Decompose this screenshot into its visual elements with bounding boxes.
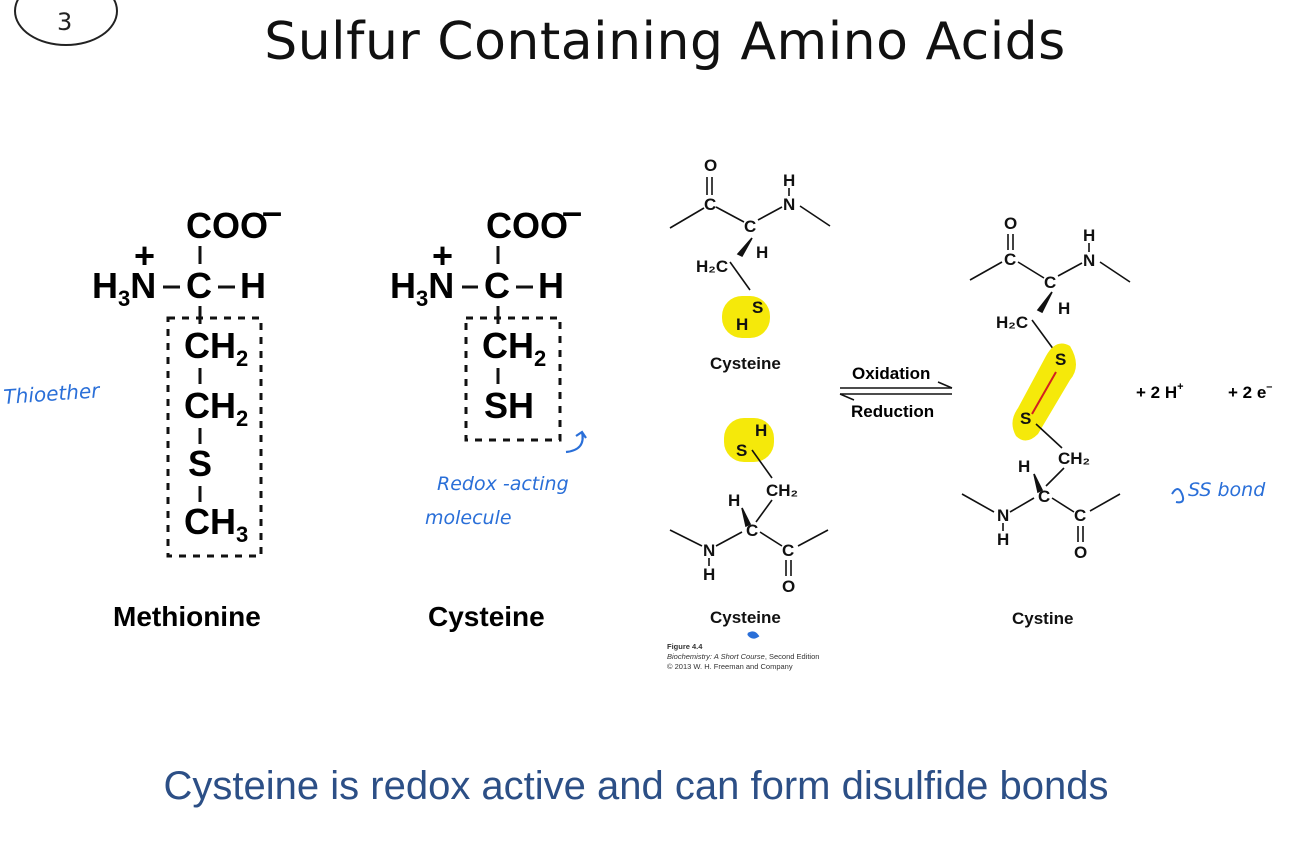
atom-n: N xyxy=(1083,251,1095,270)
methionine-side-chain-1: CH2 xyxy=(184,325,248,371)
atom-h: H xyxy=(736,315,748,334)
cysteine-side-chain-1: CH2 xyxy=(482,325,546,371)
cysteine-side-chain-box xyxy=(464,316,562,442)
atom-o: O xyxy=(782,577,795,596)
figure-copyright: © 2013 W. H. Freeman and Company xyxy=(667,662,793,671)
cysteine-amine: H3N xyxy=(390,265,454,311)
figure-source: Biochemistry: A Short Course, Second Edi… xyxy=(667,652,819,661)
cysteine-structure: COO – H3N + C H CH2 SH Cysteine xyxy=(390,191,582,632)
atom-c: C xyxy=(1038,487,1050,506)
cysteine-carboxylate: COO xyxy=(486,205,568,246)
methionine-alpha-h: H xyxy=(240,265,266,306)
annotation-arrow xyxy=(565,430,587,454)
slide-caption: Cysteine is redox active and can form di… xyxy=(163,764,1109,808)
cysteine-alpha-h: H xyxy=(538,265,564,306)
annotation-ss-bond: SS bond xyxy=(1188,479,1266,501)
atom-c: C xyxy=(744,217,756,236)
methionine-name: Methionine xyxy=(113,601,261,632)
atom-o: O xyxy=(1004,214,1017,233)
methionine-side-chain-sulfur: S xyxy=(188,443,212,484)
handwritten-annotations: Thioether Redox -acting molecule SS bond xyxy=(3,378,1266,639)
methionine-carboxylate: COO xyxy=(186,205,268,246)
methionine-side-chain-box xyxy=(166,316,263,558)
methionine-structure: COO – H3N + C H CH2 CH2 S CH3 Methionine xyxy=(92,191,282,632)
methionine-amine: H3N xyxy=(92,265,156,311)
atom-s: S xyxy=(752,298,763,317)
atom-c: C xyxy=(1074,506,1086,525)
slide-number: 3 xyxy=(57,8,73,36)
atom-h: H xyxy=(756,243,768,262)
electrons: + 2 e– xyxy=(1228,381,1272,402)
reduction-label: Reduction xyxy=(851,402,934,421)
annotation-ss-mark xyxy=(1171,488,1185,504)
atom-h: H xyxy=(997,530,1009,549)
bottom-cysteine-label: Cysteine xyxy=(710,608,781,627)
atom-s: S xyxy=(1020,409,1031,428)
cysteine-name: Cysteine xyxy=(428,601,545,632)
bottom-thiol-highlight xyxy=(724,418,774,462)
cysteine-alpha-carbon: C xyxy=(484,265,510,306)
annotation-redox-line1: Redox -acting xyxy=(437,473,569,495)
top-cysteine-label: Cysteine xyxy=(710,354,781,373)
atom-c: C xyxy=(1044,273,1056,292)
disulfide-line xyxy=(1031,371,1057,415)
atom-n: N xyxy=(783,195,795,214)
atom-c: C xyxy=(746,521,758,540)
oxidation-label: Oxidation xyxy=(852,364,930,383)
methionine-charge-minus: – xyxy=(262,191,282,232)
methionine-side-chain-2: CH2 xyxy=(184,385,248,431)
annotation-redox-line2: molecule xyxy=(425,507,512,529)
atom-h: H xyxy=(1083,226,1095,245)
top-cysteine-skeletal: O C C N H H H₂C S H Cysteine xyxy=(669,156,831,373)
atom-n: N xyxy=(703,541,715,560)
atom-h: H xyxy=(1058,299,1070,318)
atom-s: S xyxy=(1055,350,1066,369)
atom-c: C xyxy=(704,195,716,214)
atom-n: N xyxy=(997,506,1009,525)
figure-caption: Figure 4.4 Biochemistry: A Short Course,… xyxy=(667,642,819,671)
equilibrium-arrows: Oxidation Reduction xyxy=(839,364,953,421)
atom-c: C xyxy=(782,541,794,560)
atom-h2c: H₂C xyxy=(996,313,1028,332)
methionine-charge-plus: + xyxy=(134,235,155,276)
bottom-cysteine-skeletal: H S CH₂ H C N H C O Cysteine xyxy=(669,418,829,627)
atom-h: H xyxy=(1018,457,1030,476)
cysteine-thiol: SH xyxy=(484,385,534,426)
cysteine-charge-minus: – xyxy=(562,191,582,232)
cystine-skeletal: O C C N H H H₂C S S CH₂ H C xyxy=(961,214,1131,628)
atom-ch2: CH₂ xyxy=(766,481,798,500)
atom-c: C xyxy=(1004,250,1016,269)
top-thiol-highlight xyxy=(722,296,770,338)
methionine-side-chain-methyl: CH3 xyxy=(184,501,248,547)
byproducts: + 2 H+ + 2 e– xyxy=(1136,381,1272,402)
protons: + 2 H+ xyxy=(1136,381,1184,402)
atom-h: H xyxy=(783,171,795,190)
atom-o: O xyxy=(704,156,717,175)
annotation-mark xyxy=(747,631,760,639)
atom-h: H xyxy=(703,565,715,584)
annotation-thioether: Thioether xyxy=(3,378,102,409)
methionine-alpha-carbon: C xyxy=(186,265,212,306)
atom-o: O xyxy=(1074,543,1087,562)
atom-h: H xyxy=(728,491,740,510)
figure-label: Figure 4.4 xyxy=(667,642,703,651)
atom-ch2: CH₂ xyxy=(1058,449,1090,468)
cysteine-charge-plus: + xyxy=(432,235,453,276)
atom-s: S xyxy=(736,441,747,460)
slide-title: Sulfur Containing Amino Acids xyxy=(264,12,1066,72)
cystine-label: Cystine xyxy=(1012,609,1073,628)
atom-h: H xyxy=(755,421,767,440)
atom-h2c: H₂C xyxy=(696,257,728,276)
